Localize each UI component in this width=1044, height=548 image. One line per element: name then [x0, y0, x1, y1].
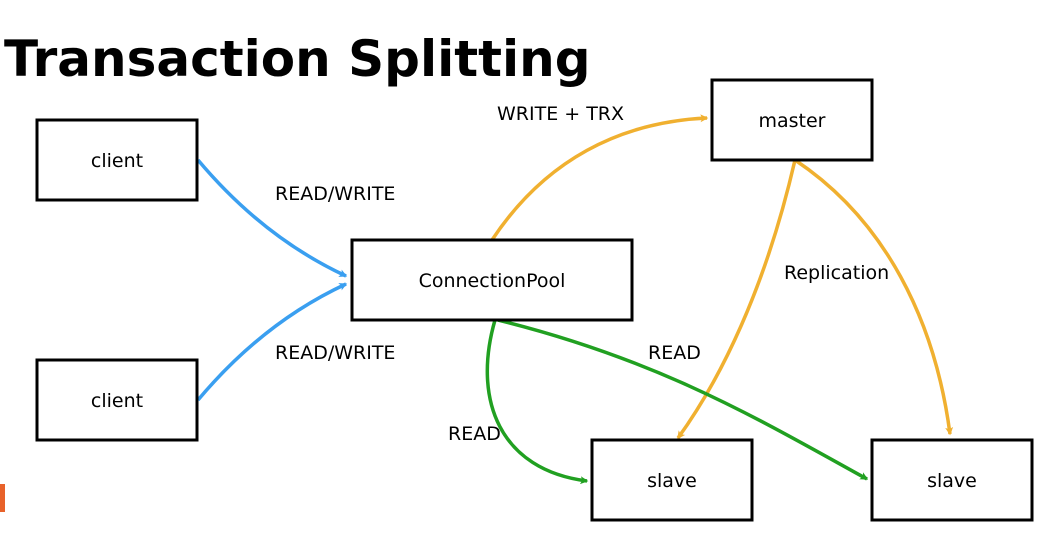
- edge-label-replication: Replication: [784, 262, 889, 284]
- slave-right-node: slave: [870, 438, 1034, 522]
- left-edge-color-mark: [0, 484, 5, 512]
- edge-label-read-left: READ: [448, 423, 501, 445]
- client-top-node: client: [35, 118, 199, 202]
- master-node: master: [710, 78, 874, 162]
- edge-label-read-right: READ: [648, 342, 701, 364]
- slave-left-node: slave: [590, 438, 754, 522]
- edge-label-write-trx: WRITE + TRX: [497, 103, 624, 125]
- edge-label-client-top: READ/WRITE: [275, 183, 395, 205]
- edge-master-to-slave-right: [794, 158, 954, 436]
- connection-pool-node: ConnectionPool: [350, 238, 634, 322]
- edge-pool-to-slave-right: [497, 318, 869, 481]
- edge-label-client-bottom: READ/WRITE: [275, 342, 395, 364]
- client-bottom-node: client: [35, 358, 199, 442]
- slave-right-label: slave: [927, 470, 977, 492]
- master-label: master: [758, 110, 825, 132]
- connection-pool-label: ConnectionPool: [419, 270, 566, 292]
- edge-pool-to-master: [490, 114, 709, 241]
- edge-pool-to-slave-left: [485, 319, 589, 485]
- client-bottom-label: client: [91, 390, 143, 412]
- slave-left-label: slave: [647, 470, 697, 492]
- diagram-title: Transaction Splitting: [4, 30, 591, 88]
- edge-master-to-slave-left: [676, 159, 797, 440]
- edge-client-top-to-pool: [196, 158, 348, 278]
- edge-client-bottom-to-pool: [196, 282, 348, 402]
- client-top-label: client: [91, 150, 143, 172]
